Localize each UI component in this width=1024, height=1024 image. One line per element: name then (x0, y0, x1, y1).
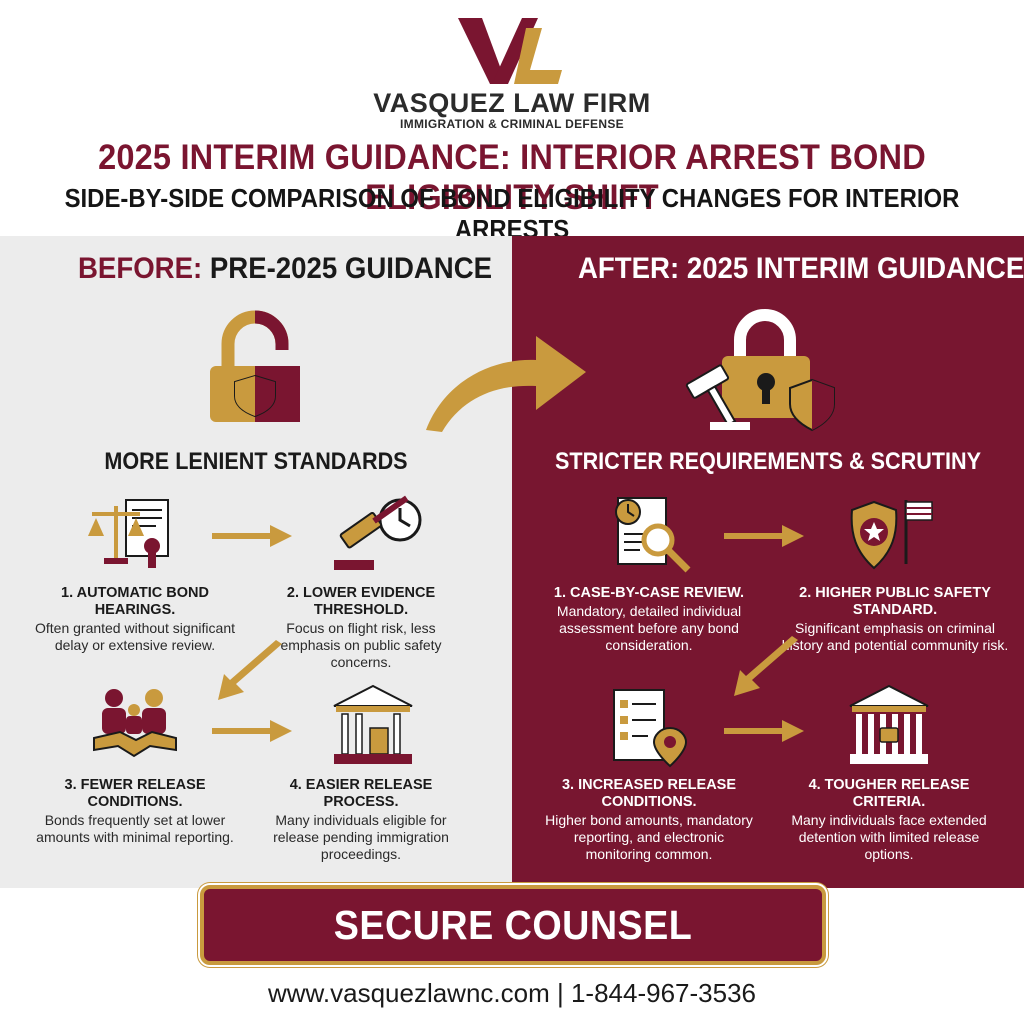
after-item-4-title: 4. TOUGHER RELEASE CRITERIA. (808, 777, 970, 810)
before-item-4-title: 4. EASIER RELEASE PROCESS. (289, 777, 433, 810)
before-item-3-desc: Bonds frequently set at lower amounts wi… (36, 812, 234, 845)
police-badge-flag-icon (850, 500, 933, 570)
before-item-2-desc: Focus on flight risk, less emphasis on p… (280, 620, 442, 670)
before-heading: BEFORE: PRE-2025 GUIDANCE (78, 252, 492, 286)
curved-arrow-icon (426, 336, 586, 432)
scales-document-icon (88, 499, 169, 568)
after-standard-label: STRICTER REQUIREMENTS & SCRUTINY (554, 448, 982, 475)
after-item-1: 1. CASE-BY-CASE REVIEW. Mandatory, detai… (544, 585, 754, 654)
after-item-1-desc: Mandatory, detailed individual assessmen… (556, 603, 742, 653)
after-item-4-desc: Many individuals face extended detention… (791, 812, 987, 862)
after-item-3-title: 3. INCREASED RELEASE CONDITIONS. (561, 777, 737, 810)
after-panel (512, 236, 1024, 888)
checklist-location-icon (613, 689, 688, 768)
right-arrow-icon (724, 720, 804, 742)
before-item-4: 4. EASIER RELEASE PROCESS. Many individu… (256, 777, 466, 863)
down-left-arrow-icon (218, 640, 282, 700)
cta-text: SECURE COUNSEL IMMEDIATELY (333, 902, 693, 1020)
page-title: 2025 INTERIM GUIDANCE: INTERIOR ARREST B… (98, 138, 926, 217)
down-left-arrow-icon (734, 636, 798, 696)
header: VASQUEZ LAW FIRM IMMIGRATION & CRIMINAL … (0, 0, 1024, 244)
firm-tagline: IMMIGRATION & CRIMINAL DEFENSE (400, 117, 624, 131)
before-item-1-title: 1. AUTOMATIC BOND HEARINGS. (61, 585, 209, 618)
before-heading-prefix: BEFORE: (78, 252, 203, 285)
before-heading-rest: PRE-2025 GUIDANCE (202, 252, 493, 285)
before-standard-label: MORE LENIENT STANDARDS (104, 448, 408, 475)
unlocked-padlock-shield-icon (210, 310, 300, 422)
gavel-clock-icon (334, 495, 422, 570)
before-item-3-title: 3. FEWER RELEASE CONDITIONS. (64, 777, 206, 810)
firm-name: VASQUEZ LAW FIRM (373, 88, 651, 118)
after-item-2-title: 2. HIGHER PUBLIC SAFETY STANDARD. (799, 585, 991, 618)
right-arrow-icon (724, 525, 804, 547)
after-item-1-title: 1. CASE-BY-CASE REVIEW. (553, 585, 745, 601)
before-item-1-desc: Often granted without significant delay … (34, 620, 235, 653)
right-arrow-icon (212, 525, 292, 547)
before-item-3: 3. FEWER RELEASE CONDITIONS. Bonds frequ… (30, 777, 240, 846)
after-heading: AFTER: 2025 INTERIM GUIDANCE (578, 252, 1024, 285)
cta-banner[interactable]: SECURE COUNSEL IMMEDIATELY (200, 885, 826, 1020)
before-item-4-desc: Many individuals eligible for release pe… (273, 812, 449, 862)
after-item-2-desc: Significant emphasis on criminal history… (781, 620, 1009, 653)
document-magnifier-clock-icon (615, 497, 691, 573)
after-item-4: 4. TOUGHER RELEASE CRITERIA. Many indivi… (784, 777, 994, 863)
after-item-2: 2. HIGHER PUBLIC SAFETY STANDARD. Signif… (780, 585, 1010, 654)
courthouse-bars-lock-icon (849, 684, 929, 764)
footer-contact[interactable]: www.vasquezlawnc.com | 1-844-967-3536 (267, 978, 756, 1008)
logo-vl-icon (458, 18, 562, 84)
right-arrow-icon (212, 720, 292, 742)
locked-padlock-gavel-shield-icon (685, 309, 835, 432)
before-panel (0, 236, 512, 888)
after-item-3: 3. INCREASED RELEASE CONDITIONS. Higher … (544, 777, 754, 863)
after-item-3-desc: Higher bond amounts, mandatory reporting… (545, 812, 753, 862)
before-item-1: 1. AUTOMATIC BOND HEARINGS. Often grante… (30, 585, 240, 654)
before-item-2: 2. LOWER EVIDENCE THRESHOLD. Focus on fl… (256, 585, 466, 671)
open-courthouse-icon (333, 684, 413, 764)
before-item-2-title: 2. LOWER EVIDENCE THRESHOLD. (286, 585, 436, 618)
family-handshake-icon (93, 689, 177, 758)
